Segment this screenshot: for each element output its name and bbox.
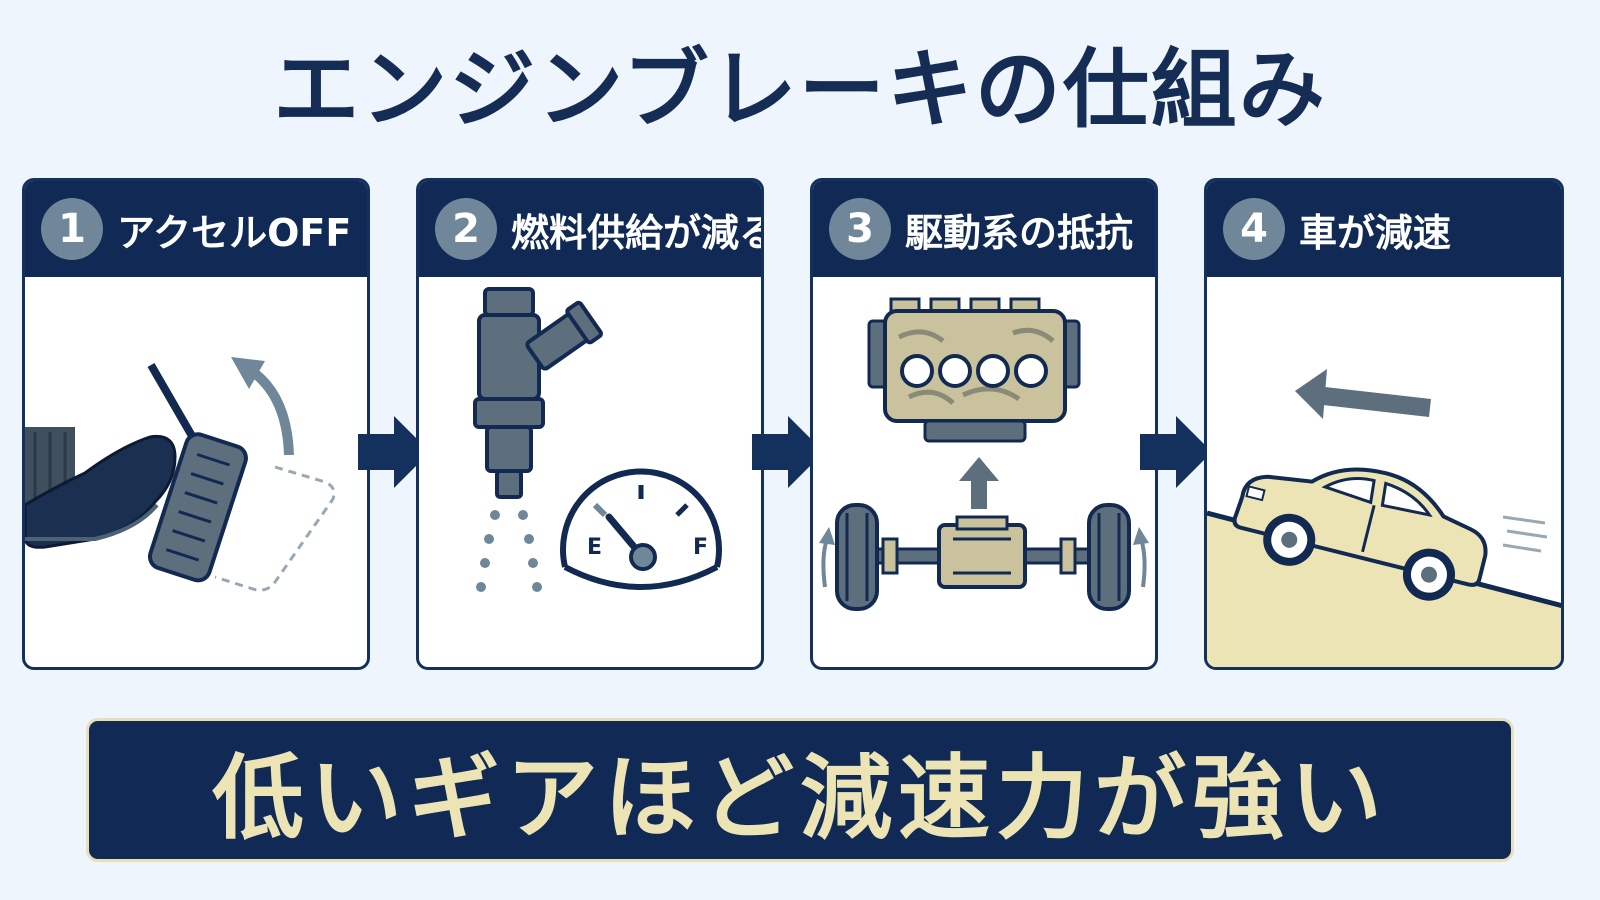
car-slope-icon <box>1207 369 1561 667</box>
step-number-badge: 2 <box>435 198 497 260</box>
step-label: 車が減速 <box>1299 210 1452 255</box>
step-label: アクセルOFF <box>117 210 352 255</box>
step-header: 3 駆動系の抵抗 <box>813 181 1155 277</box>
step-header: 4 車が減速 <box>1207 181 1561 277</box>
step-header: 1 アクセルOFF <box>25 181 367 277</box>
arrow-right-icon <box>358 416 430 488</box>
step-header: 2 燃料供給が減る <box>419 181 761 277</box>
fuel-injector-gauge-icon: E F <box>473 287 722 592</box>
step-card-4: 4 車が減速 <box>1204 178 1564 670</box>
page-title: エンジンブレーキの仕組み <box>273 40 1327 140</box>
engine-drivetrain-icon <box>819 297 1149 611</box>
bottom-message: 低いギアほど減速力が強い <box>211 744 1388 852</box>
bottom-message-banner: 低いギアほど減速力が強い <box>86 718 1514 862</box>
foot-pedal-icon <box>25 357 336 592</box>
step-label: 燃料供給が減る <box>511 210 764 255</box>
step-card-2: 2 燃料供給が減る E F <box>416 178 764 670</box>
step-number-badge: 3 <box>829 198 891 260</box>
step-label: 駆動系の抵抗 <box>905 210 1134 255</box>
step-number-badge: 4 <box>1223 198 1285 260</box>
arrow-right-icon <box>752 416 824 488</box>
gauge-empty-label: E <box>587 535 602 560</box>
gauge-full-label: F <box>693 535 708 560</box>
arrow-right-icon <box>1140 416 1212 488</box>
step-card-3: 3 駆動系の抵抗 <box>810 178 1158 670</box>
step-number-badge: 1 <box>41 198 103 260</box>
step-card-1: 1 アクセルOFF <box>22 178 370 670</box>
